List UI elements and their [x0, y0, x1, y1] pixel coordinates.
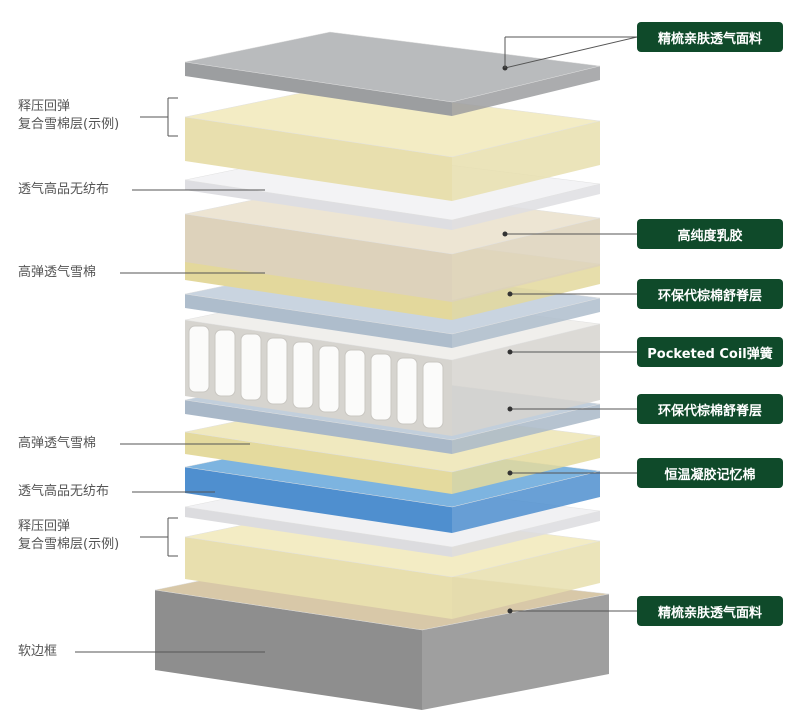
coil-spring [292, 341, 314, 409]
coil-spring [422, 361, 444, 429]
left-label-composite-foam-top: 释压回弹复合雪棉层(示例) [18, 98, 119, 134]
label-line: 释压回弹 [18, 99, 71, 114]
coil-spring [266, 337, 288, 405]
left-label-nonwoven-bottom: 透气高品无纺布 [18, 484, 110, 499]
snow-foam-top-right-side [452, 264, 600, 320]
right-label-pocketed-coil: Pocketed Coil弹簧 [637, 337, 783, 367]
nonwoven-bottom-left-side [185, 507, 452, 557]
fiber-layer-top-right-side [452, 298, 600, 348]
left-label-composite-foam-bottom: 释压回弹复合雪棉层(示例) [18, 518, 119, 554]
quilted-fabric-top-right-side [452, 66, 600, 116]
gel-memory-foam-left-side [185, 467, 452, 533]
fiber-layer-bottom-left-side [185, 400, 452, 454]
soft-edge-frame-right-side [422, 594, 609, 710]
snow-foam-top-left-side [185, 260, 452, 320]
right-label-gel-memory-foam: 恒温凝胶记忆棉 [637, 458, 783, 488]
coil-spring [240, 333, 262, 401]
nonwoven-top-right-side [452, 184, 600, 230]
coil-spring [318, 345, 340, 413]
label-line: 复合雪棉层(示例) [18, 537, 120, 552]
quilted-fabric-top-left-side [185, 62, 452, 116]
right-label-latex: 高纯度乳胶 [637, 219, 783, 249]
quilted-fabric-top-top-face [184, 31, 601, 103]
composite-foam-bottom-left-side [185, 537, 452, 619]
leader-dot [507, 349, 513, 355]
left-label-snow-foam-top: 高弹透气雪棉 [18, 265, 97, 280]
fiber-layer-top-left-side [185, 294, 452, 348]
nonwoven-top-left-side [185, 180, 452, 230]
composite-foam-top-right-side [452, 121, 600, 201]
left-label-snow-foam-bottom: 高弹透气雪棉 [18, 436, 97, 451]
right-label-fabric-top: 精梳亲肤透气面料 [637, 22, 783, 52]
coil-spring [344, 349, 366, 417]
leader-dot [507, 406, 513, 412]
leader-dot [507, 291, 513, 297]
right-label-fiber-top: 环保代棕棉舒脊层 [637, 279, 783, 309]
leader-dot [502, 231, 508, 237]
composite-foam-top-top-face [184, 86, 601, 158]
gel-memory-foam-right-side [452, 471, 600, 533]
right-leader-line [504, 36, 638, 69]
latex-layer-left-side [185, 214, 452, 302]
right-label-fabric-bottom: 精梳亲肤透气面料 [637, 596, 783, 626]
snow-foam-bottom-right-side [452, 436, 600, 494]
left-label-nonwoven-top: 透气高品无纺布 [18, 182, 110, 197]
snow-foam-bottom-left-side [185, 432, 452, 494]
nonwoven-bottom-right-side [452, 511, 600, 557]
coil-spring [188, 325, 210, 393]
coil-spring [370, 353, 392, 421]
left-label-soft-frame: 软边框 [18, 644, 58, 659]
composite-foam-bottom-right-side [452, 541, 600, 619]
coil-spring [396, 357, 418, 425]
fiber-layer-bottom-right-side [452, 404, 600, 454]
label-line: 释压回弹 [18, 519, 71, 534]
leader-dot [507, 470, 513, 476]
leader-dot [507, 608, 513, 614]
label-line: 复合雪棉层(示例) [18, 117, 120, 132]
composite-foam-top-left-side [185, 117, 452, 201]
latex-layer-right-side [452, 218, 600, 302]
coil-spring [214, 329, 236, 397]
right-label-fiber-bottom: 环保代棕棉舒脊层 [637, 394, 783, 424]
